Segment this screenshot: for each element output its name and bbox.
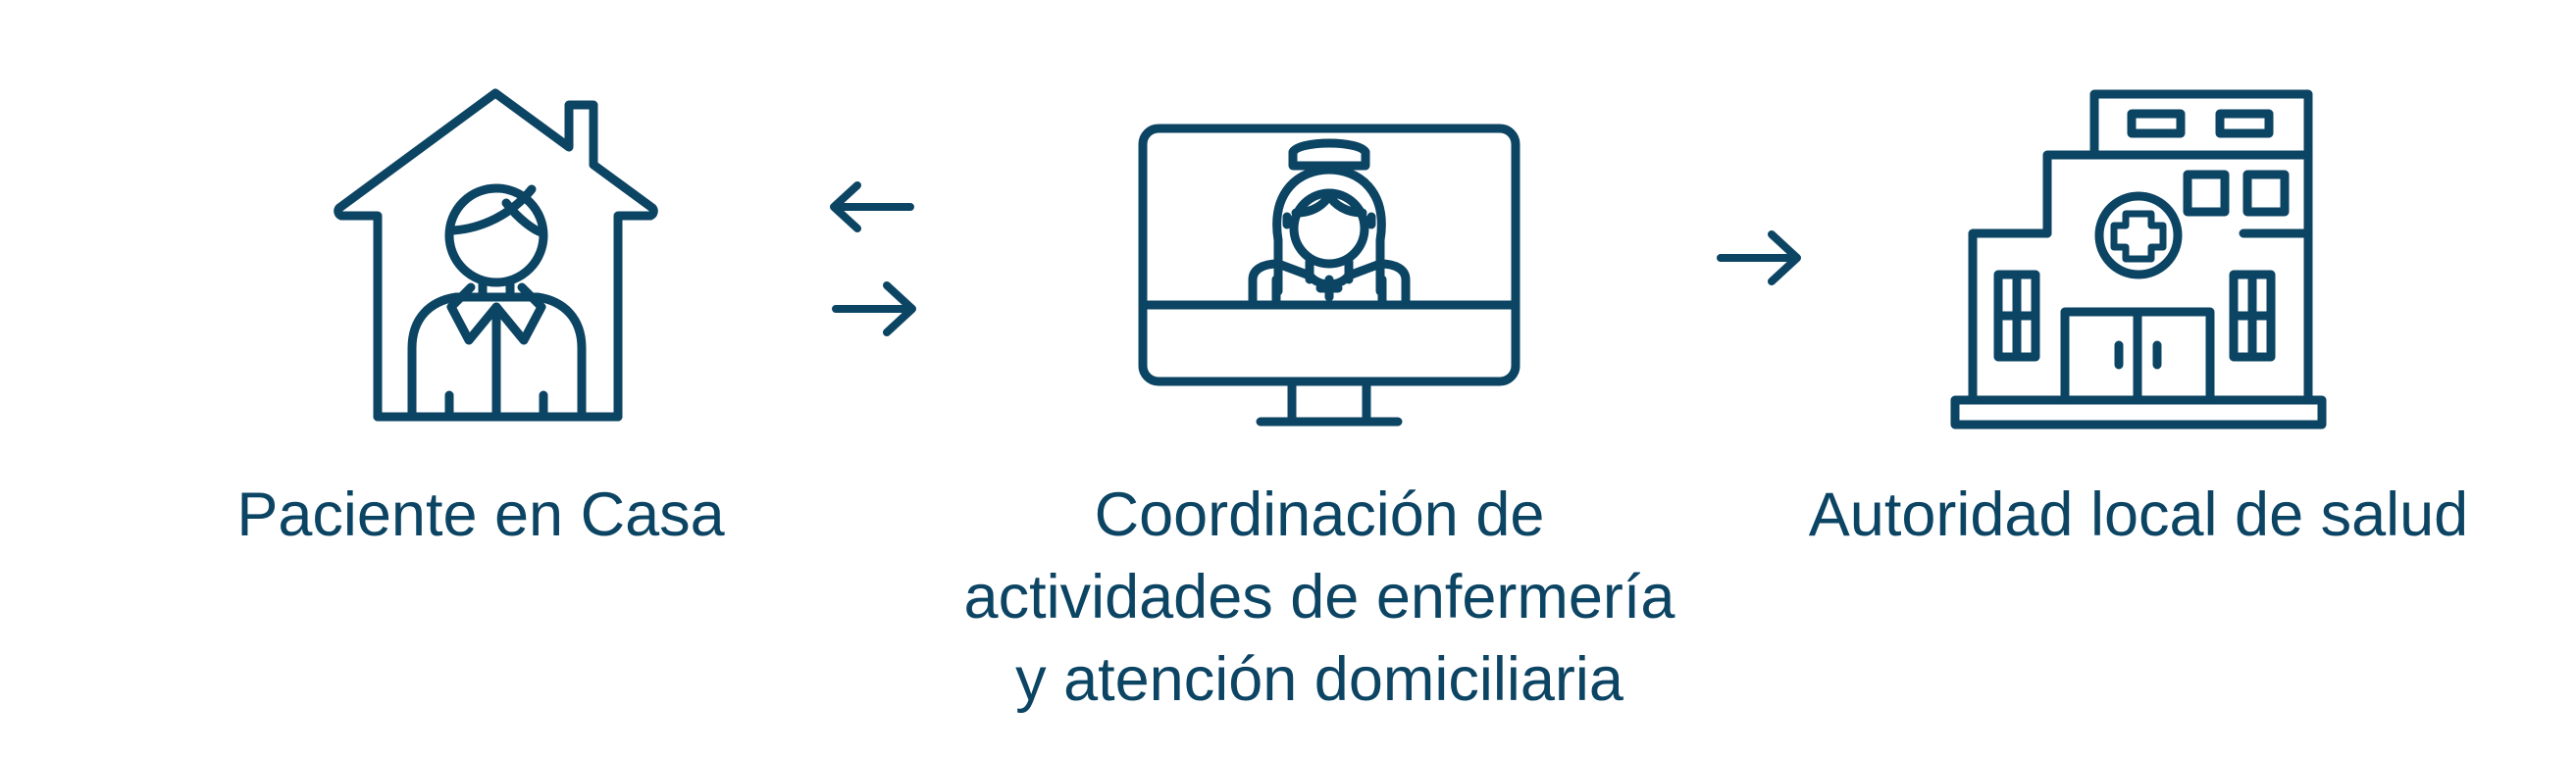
node-label-line: actividades de enfermería [963, 563, 1675, 632]
node-label-coordination: Coordinación de actividades de enfermerí… [878, 474, 1761, 721]
hospital-building-icon [1947, 88, 2330, 441]
node-label-authority: Autoridad local de salud [1808, 480, 2469, 549]
node-label-line: y atención domiciliaria [1015, 645, 1623, 714]
arrow-right-icon [1717, 228, 1805, 292]
node-label-patient: Paciente en Casa [236, 480, 725, 549]
arrow-left-icon [826, 179, 914, 239]
house-patient-icon [324, 83, 677, 427]
node-label-line: Coordinación de [1094, 480, 1545, 549]
monitor-nurse-icon [1133, 123, 1525, 436]
arrow-right-icon [832, 279, 920, 343]
